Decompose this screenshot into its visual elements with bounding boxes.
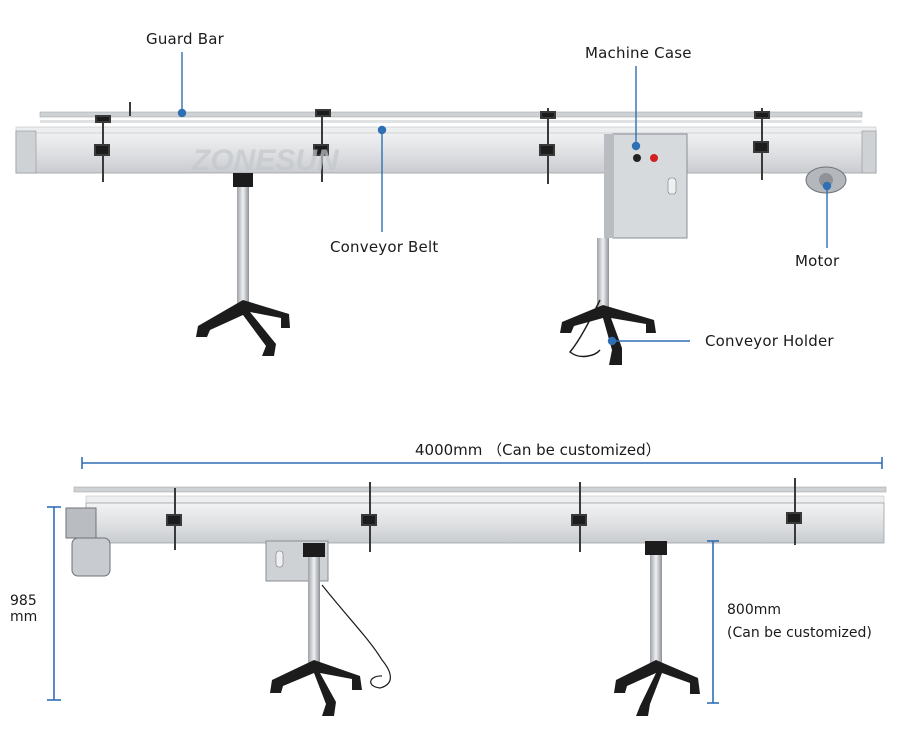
left-leg-collar [233, 173, 253, 187]
end-cap-right [861, 130, 877, 174]
power-cable-top [569, 299, 601, 358]
belt-frame-top [15, 130, 877, 174]
case-switch-red [650, 154, 658, 162]
gearbox-bottom [65, 507, 97, 539]
left-leg-top [237, 173, 249, 313]
belt-surface-top [15, 126, 877, 134]
right-leg-base [560, 305, 656, 365]
bottom-conveyor [65, 478, 887, 716]
callout-dot-guard [177, 108, 187, 118]
right-leg-base-bottom [614, 660, 700, 716]
machine-case-side [604, 134, 614, 238]
callout-dot-case [631, 141, 641, 151]
guard-bar-top [39, 111, 863, 118]
right-leg-bottom [650, 553, 662, 670]
right-leg-collar-bottom [645, 541, 667, 555]
callout-dot-belt [377, 125, 387, 135]
left-leg-base [196, 300, 290, 356]
case-knob-bottom [275, 550, 284, 568]
end-cap-left [15, 130, 37, 174]
guard-brackets-top [94, 102, 770, 184]
right-leg-top [597, 238, 609, 313]
left-leg-base-bottom [270, 660, 362, 716]
case-switch-black [633, 154, 641, 162]
guard-brackets-bottom [166, 478, 802, 552]
guard-bar-top-rear [40, 120, 862, 123]
callout-dot-holder [607, 336, 617, 346]
case-knob [667, 177, 677, 195]
callout-dot-motor [822, 181, 832, 191]
label-conveyor-belt: Conveyor Belt [330, 238, 439, 256]
top-conveyor: ZONESUN [15, 102, 877, 365]
belt-frame-bottom [85, 502, 885, 544]
height-dimension-value: 985 [10, 593, 37, 609]
guard-bar-bottom [73, 486, 887, 493]
length-dimension-label: 4000mm （Can be customized） [415, 441, 661, 459]
label-motor: Motor [795, 252, 840, 270]
label-conveyor-holder: Conveyor Holder [705, 332, 834, 350]
left-leg-bottom [308, 553, 320, 670]
label-machine-case: Machine Case [585, 44, 692, 62]
leg-dimension-note: (Can be customized) [727, 625, 872, 641]
left-leg-collar-bottom [303, 543, 325, 557]
dimension-lines [47, 457, 883, 704]
power-cable-bottom [321, 584, 391, 689]
motor-body-bottom [71, 537, 111, 577]
leg-dimension-value: 800mm [727, 602, 781, 618]
watermark-text: ZONESUN [191, 144, 340, 177]
callouts [177, 52, 832, 346]
height-dimension-unit: mm [10, 609, 38, 625]
label-guard-bar: Guard Bar [146, 30, 224, 48]
